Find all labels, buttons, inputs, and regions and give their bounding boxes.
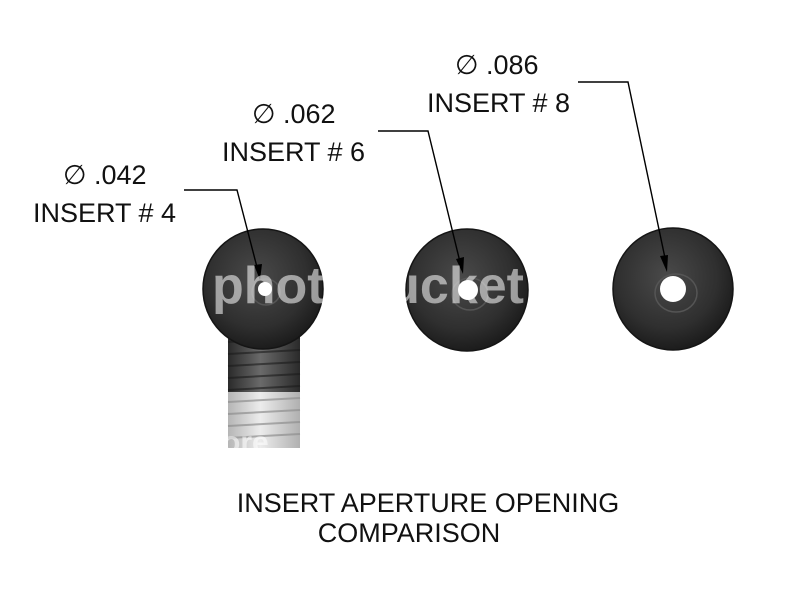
insert-4-aperture	[258, 282, 272, 296]
leader-insert-8	[578, 81, 666, 259]
insert-8-label: INSERT # 8	[427, 88, 570, 118]
insert-8-washer	[612, 227, 734, 351]
insert-4-label: INSERT # 4	[33, 198, 176, 228]
arrow-insert-8	[660, 255, 668, 272]
insert-8-diameter: ∅ .086	[455, 50, 539, 80]
leader-lines	[184, 81, 668, 280]
insert-4-washer	[202, 228, 324, 350]
insert-6-diameter: ∅ .062	[252, 99, 336, 129]
photobucket-watermark: photobucket	[212, 257, 524, 315]
leader-insert-6	[378, 130, 461, 263]
thread-lines-light	[227, 397, 301, 439]
insert-8-aperture	[660, 276, 686, 302]
insert-6-washer	[405, 228, 529, 352]
insert-6-aperture	[458, 280, 478, 300]
leader-insert-4	[184, 189, 259, 272]
watermark-fragment: ore	[222, 426, 269, 459]
arrow-insert-6	[456, 257, 464, 274]
insert-6-label: INSERT # 6	[222, 137, 365, 167]
caption-line-1: INSERT APERTURE OPENING	[237, 488, 620, 518]
arrow-insert-4	[254, 264, 262, 280]
caption-line-2: COMPARISON	[318, 518, 501, 548]
insert-4-diameter: ∅ .042	[63, 160, 147, 190]
